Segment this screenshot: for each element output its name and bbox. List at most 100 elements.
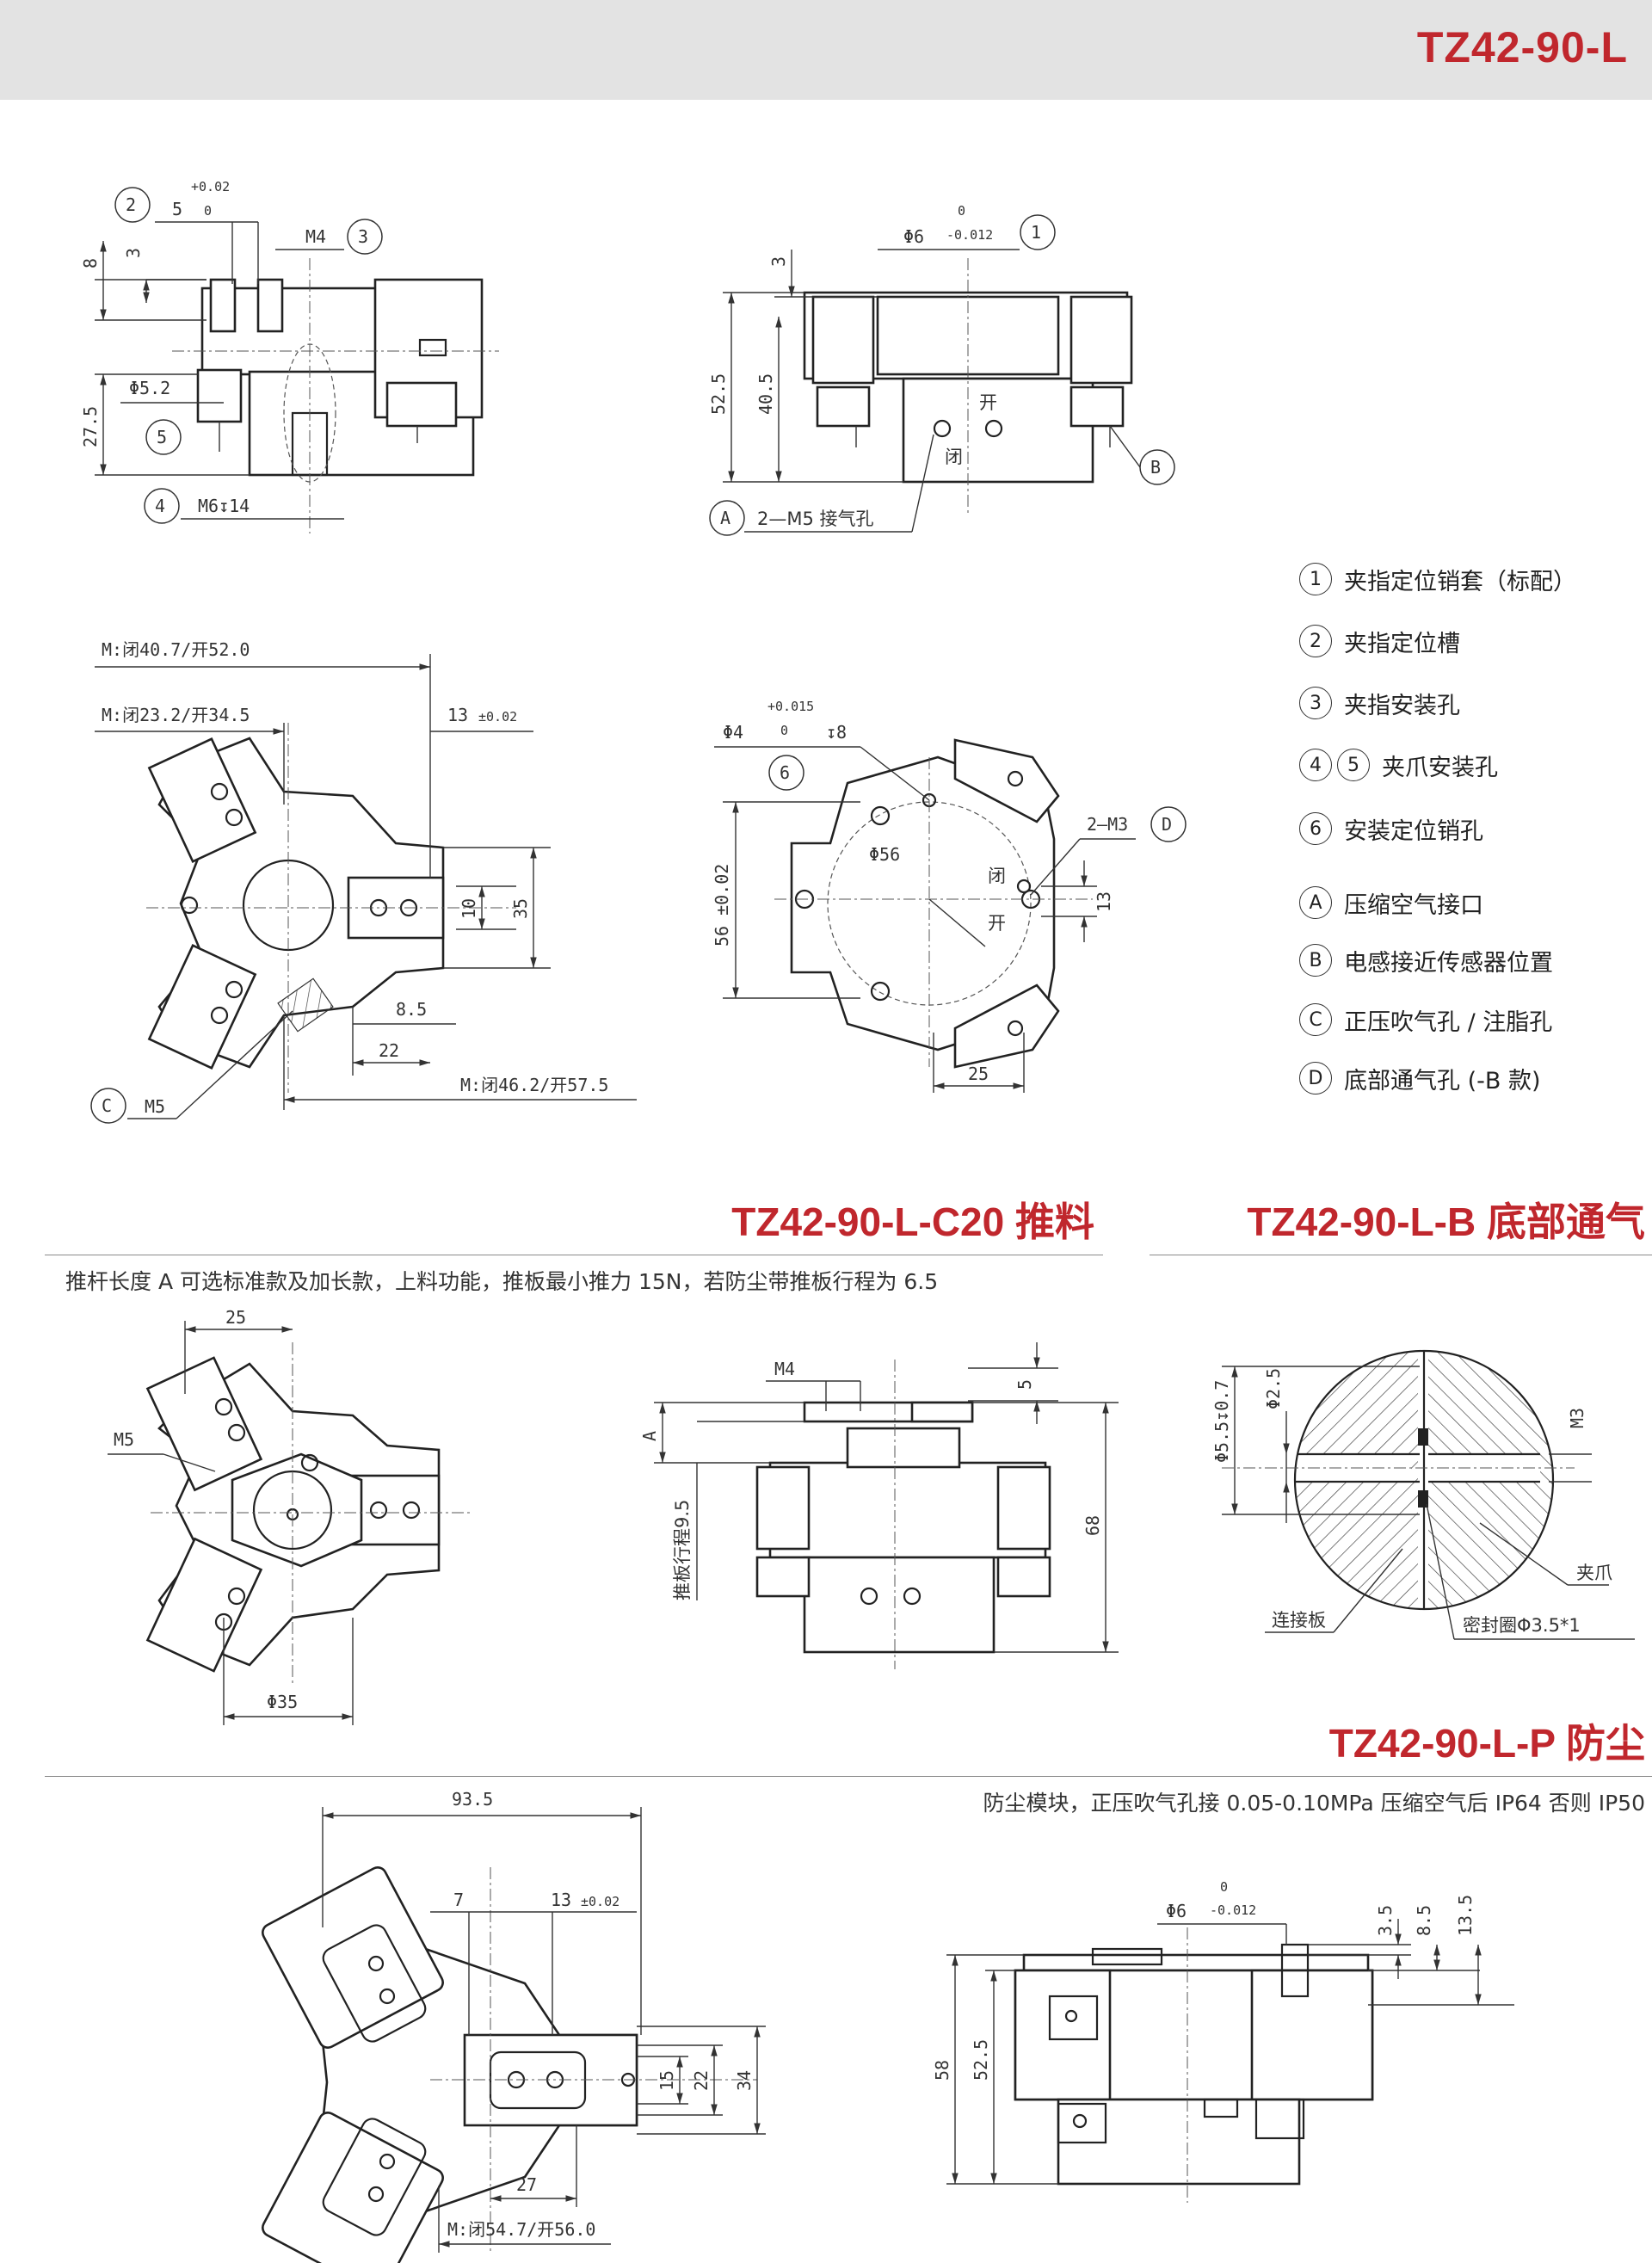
dim-tolerance: 0 [780, 723, 788, 738]
callout-label: 6 [780, 762, 790, 783]
header-bar: TZ42-90-L [0, 0, 1652, 100]
p-side-view: Φ6 0 -0.012 3.5 8.5 13.5 58 52.5 [932, 1879, 1514, 2203]
legend-text: 夹指定位销套（标配） [1344, 568, 1576, 595]
dim-value: 52.5 [971, 2039, 991, 2081]
bottom-view: Φ4 +0.015 0 ↧8 6 Φ56 2—M3 D 闭 开 13 56 ±0… [712, 699, 1187, 1093]
callout-label: 3 [358, 226, 368, 247]
callout-label: 4 [155, 496, 165, 516]
section-title-p: TZ42-90-L-P 防尘 [1328, 1721, 1645, 1766]
top-view-left: M:闭40.7/开52.0 M:闭23.2/开34.5 13 ±0.02 10 … [90, 639, 637, 1124]
label-closed: 闭 [988, 866, 1006, 886]
legend-item: A 压缩空气接口 [1299, 883, 1483, 922]
label-closed: 闭 [945, 447, 963, 467]
dim-value: 3 [123, 248, 144, 258]
callout-5 [145, 419, 182, 455]
callout-2 [114, 187, 151, 223]
legend-text: 夹指安装孔 [1344, 692, 1460, 719]
legend-item: D 底部通气孔 (-B 款) [1299, 1058, 1541, 1098]
dim-value: 25 [968, 1064, 989, 1084]
legend-mark: B [1299, 944, 1332, 977]
label-plate: 连接板 [1272, 1610, 1326, 1631]
dim-value: 8 [80, 258, 101, 268]
dim-value: 13.5 [1455, 1895, 1476, 1936]
dim-value: 8.5 [1414, 1905, 1434, 1936]
callout-label: C [102, 1095, 112, 1116]
legend-mark: D [1299, 1062, 1332, 1095]
legend-text: 安装定位销孔 [1344, 817, 1483, 845]
legend-text: 正压吹气孔 / 注脂孔 [1344, 1008, 1553, 1036]
section-desc-p: 防尘模块，正压吹气孔接 0.05-0.10MPa 压缩空气后 IP64 否则 I… [983, 1791, 1645, 1816]
section-desc-c20: 推杆长度 A 可选标准款及加长款，上料功能，推板最小推力 15N，若防尘带推板行… [65, 1269, 939, 1294]
dim-value: 3.5 [1375, 1905, 1396, 1936]
callout-A [709, 500, 745, 536]
page-title: TZ42-90-L [1416, 23, 1628, 71]
label-seal: 密封圈Φ3.5*1 [1463, 1615, 1581, 1636]
dim-tolerance: -0.012 [946, 227, 993, 243]
dim-tolerance: ±0.02 [581, 1894, 620, 1909]
b-section-detail: Φ5.5↧0.7 Φ2.5 M3 夹爪 连接板 密封圈Φ3.5*1 [1211, 1349, 1635, 1640]
dim-value: M3 [1567, 1408, 1587, 1428]
dim-value: Φ6 [1166, 1901, 1187, 1921]
dim-tolerance: 0 [958, 203, 965, 219]
legend-item: C 正压吹气孔 / 注脂孔 [1299, 1000, 1552, 1039]
callout-label: D [1162, 814, 1172, 835]
dim-value: M4 [305, 226, 326, 247]
dim-value: Φ56 [869, 844, 900, 865]
dim-tolerance: ±0.02 [478, 709, 517, 725]
legend-text: 底部通气孔 (-B 款) [1344, 1067, 1541, 1095]
side-view-right: Φ6 0 -0.012 1 3 52.5 40.5 开 闭 B A 2—M5 接… [708, 203, 1175, 536]
dim-tolerance: 0 [1220, 1879, 1228, 1895]
section-divider [45, 1776, 1652, 1777]
legend-mark: C [1299, 1003, 1332, 1036]
dim-value: M:闭54.7/开56.0 [447, 2219, 595, 2240]
dim-value: 2—M5 接气孔 [757, 509, 874, 529]
dim-tolerance: -0.012 [1210, 1902, 1256, 1918]
dim-value: M4 [774, 1359, 795, 1379]
dim-value: M6↧14 [198, 496, 250, 516]
legend-text: 压缩空气接口 [1344, 891, 1483, 919]
dim-value: 15 [656, 2070, 677, 2091]
label-open: 开 [979, 392, 997, 413]
dim-value: 68 [1082, 1515, 1103, 1536]
dim-value: 13 [551, 1890, 571, 1910]
dim-value: A [639, 1431, 660, 1441]
dim-value: 22 [379, 1040, 399, 1061]
dim-value: 13 [447, 705, 468, 725]
callout-C [90, 1088, 126, 1124]
callout-D [1150, 806, 1187, 842]
dim-value: 13 [1094, 891, 1114, 912]
c20-side-view: M4 5 A 推板行程9.5 68 [639, 1342, 1119, 1669]
callout-label: 5 [157, 427, 167, 447]
dim-value: ↧8 [826, 722, 847, 743]
dim-value: Φ2.5 [1263, 1368, 1284, 1409]
legend-mark: 3 [1299, 687, 1332, 719]
section-title-b: TZ42-90-L-B 底部通气 [1247, 1199, 1645, 1244]
dim-value: 56 ±0.02 [712, 864, 732, 947]
dim-value: 2—M3 [1087, 814, 1128, 835]
dim-value: Φ4 [723, 722, 743, 743]
dim-value: 27.5 [80, 406, 101, 447]
dim-value: 22 [691, 2070, 712, 2091]
side-view-left: 2 5 +0.02 0 M4 3 8 3 Φ5.2 5 27.5 4 M6↧14 [80, 179, 499, 533]
dim-value: 10 [459, 898, 479, 919]
legend-mark: 1 [1299, 563, 1332, 595]
dim-value: 93.5 [452, 1789, 493, 1810]
dim-value: 52.5 [708, 373, 729, 415]
legend-item: 3 夹指安装孔 [1299, 683, 1460, 723]
callout-1 [1020, 214, 1056, 250]
dim-value: 40.5 [755, 373, 776, 415]
legend-mark: 5 [1337, 749, 1370, 781]
label-open: 开 [988, 913, 1006, 934]
legend-item: B 电感接近传感器位置 [1299, 940, 1553, 980]
legend-text: 电感接近传感器位置 [1344, 949, 1553, 977]
dim-value: Φ5.5↧0.7 [1211, 1380, 1232, 1463]
dim-value: 27 [516, 2174, 537, 2195]
legend-mark: 6 [1299, 812, 1332, 845]
legend-mark: A [1299, 886, 1332, 919]
callout-label: 2 [126, 194, 136, 215]
legend-mark: 2 [1299, 625, 1332, 657]
p-top-view: 93.5 7 13 ±0.02 15 22 34 27 M:闭54.7/开56.… [262, 1789, 766, 2263]
